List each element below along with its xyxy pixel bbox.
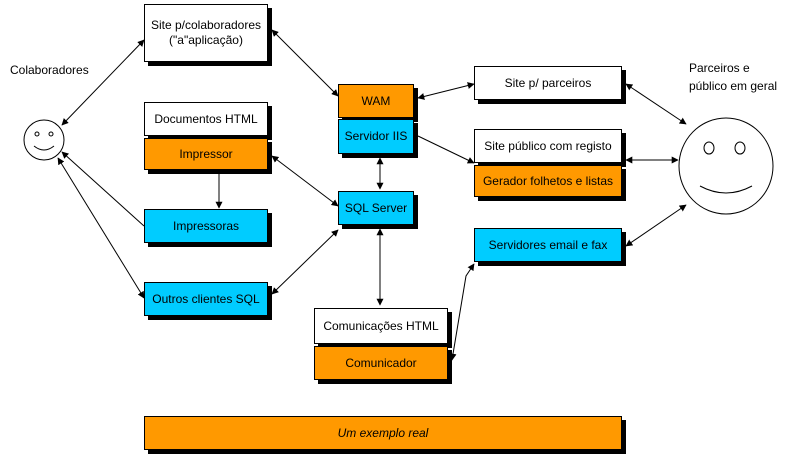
gerador-folhetos-box: Gerador folhetos e listas [474, 165, 622, 197]
comunicador-box: Comunicador [314, 346, 448, 380]
caption-box: Um exemplo real [144, 416, 622, 450]
arrow-comunicador-email [449, 263, 475, 361]
site-colaboradores-box: Site p/colaboradores ("a"aplicação) [144, 4, 268, 62]
parceiros-label-line2: público em geral [689, 79, 778, 93]
colaboradores-label: Colaboradores [10, 63, 89, 77]
outros-clientes-sql-box: Outros clientes SQL [144, 282, 268, 316]
comunicacoes-html-box: Comunicações HTML [314, 308, 448, 344]
arrow-wam-parceiros [417, 82, 475, 100]
wam-box: WAM [338, 84, 414, 118]
sql-server-box: SQL Server [338, 191, 414, 225]
impressor-box: Impressor [144, 138, 268, 170]
site-parceiros-box: Site p/ parceiros [474, 66, 622, 100]
arrow-iis-publico [417, 135, 475, 164]
arrow-site-wam [271, 29, 339, 97]
impressoras-box: Impressoras [144, 209, 268, 243]
site-colaboradores-line2: ("a"aplicação) [169, 33, 243, 47]
documentos-html-box: Documentos HTML [144, 102, 268, 136]
arrow-impressoras-colab [61, 151, 145, 227]
parceiros-label-line1: Parceiros e [689, 61, 750, 75]
arrow-colab-site [61, 39, 145, 126]
arrow-outros-sql [271, 229, 339, 295]
arrow-colab-outros [57, 157, 145, 299]
arrow-parceiros-face [625, 83, 687, 125]
arrow-impressor-sql [271, 155, 339, 207]
parceiros-face-icon [678, 117, 774, 215]
servidor-iis-box: Servidor IIS [338, 119, 414, 154]
arrow-email-face [625, 204, 687, 247]
site-publico-box: Site público com registo [474, 129, 622, 163]
site-colaboradores-line1: Site p/colaboradores [150, 18, 262, 32]
colaboradores-face-icon [23, 119, 65, 161]
servidores-email-fax-box: Servidores email e fax [474, 228, 622, 262]
